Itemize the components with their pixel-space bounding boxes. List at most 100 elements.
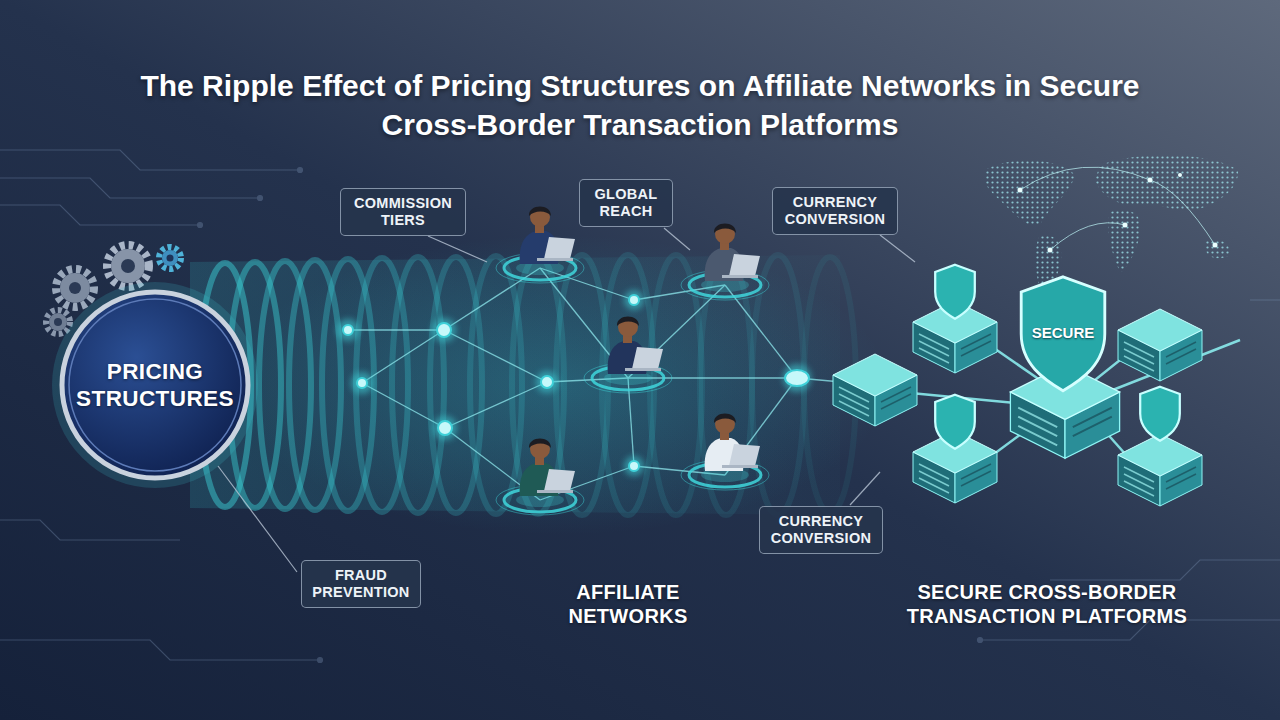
title-text: The Ripple Effect of Pricing Structures … <box>110 66 1170 144</box>
circuit-lines-part <box>198 223 203 228</box>
gears-part-part <box>107 245 149 287</box>
network-dots-part-part <box>357 378 367 388</box>
gears-part <box>46 310 70 334</box>
hub-inner-ring <box>69 299 241 471</box>
gears-part-part <box>121 259 135 273</box>
callout-label: FRAUD PREVENTION <box>311 567 411 602</box>
network-links-part <box>725 285 797 378</box>
network-dots-part-part <box>624 456 644 476</box>
network-dots-part-part <box>783 364 811 392</box>
security-shields-part <box>935 265 975 319</box>
network-links-part <box>362 383 445 428</box>
leader-lines-part <box>880 235 915 262</box>
ripple-waves <box>190 255 856 515</box>
gears-part-part <box>60 273 90 303</box>
network-links-part <box>445 382 547 428</box>
hub-disc <box>62 292 248 478</box>
world-map-part-part <box>1148 178 1153 183</box>
shield-text: SECURE <box>1018 325 1108 342</box>
callout-label: COMMISSION TIERS <box>350 195 456 230</box>
server-blocks-part <box>833 354 917 426</box>
callout-label: GLOBAL REACH <box>589 186 663 221</box>
network-dots-part-part <box>337 319 359 341</box>
circuit-lines <box>0 150 1280 663</box>
callout-box: COMMISSION TIERS <box>340 188 466 237</box>
world-map-part <box>984 160 1075 226</box>
gears-part-part <box>69 282 81 294</box>
security-shields-part <box>1140 387 1180 441</box>
world-map-part-part <box>1050 223 1125 250</box>
callout-box: CURRENCY CONVERSION <box>772 187 898 236</box>
affiliate-people <box>496 207 769 515</box>
world-map-part-part <box>1150 180 1215 245</box>
callout-label: CURRENCY CONVERSION <box>782 194 888 229</box>
gears-part <box>107 245 149 287</box>
callout-label: CURRENCY CONVERSION <box>769 513 873 548</box>
circuit-lines-part <box>298 168 303 173</box>
affiliate-people-part <box>584 317 672 393</box>
circuit-lines-part <box>1250 299 1280 300</box>
world-map-part-part <box>1213 243 1218 248</box>
server-blocks <box>833 301 1202 506</box>
network-dots-part-part <box>433 416 457 440</box>
world-map-part <box>1018 173 1218 253</box>
gears-part-part <box>54 318 62 326</box>
ripple-waves-part <box>430 257 482 513</box>
callout-box: CURRENCY CONVERSION <box>759 506 883 555</box>
circuit-lines-part <box>978 638 983 643</box>
leader-lines <box>218 228 915 572</box>
network-dots-part-part <box>438 421 452 435</box>
security-shields-part <box>935 395 975 449</box>
world-map-part <box>1108 210 1141 272</box>
network-links-part <box>628 377 797 378</box>
circuit-lines-part <box>0 150 300 170</box>
circuit-lines-part <box>0 205 200 225</box>
server-blocks-part <box>1118 309 1202 381</box>
callout-box: FRAUD PREVENTION <box>301 560 421 609</box>
network-links-part <box>362 330 444 383</box>
leader-lines-part <box>664 228 690 250</box>
world-map <box>984 155 1238 300</box>
network-links-part <box>444 330 547 382</box>
gears-part-part <box>162 250 178 266</box>
network-links-part <box>348 329 444 330</box>
world-map-part <box>1020 167 1215 250</box>
network-dots-part-part <box>432 318 456 342</box>
network-dots-part-part <box>629 461 639 471</box>
section-label: AFFILIATE NETWORKS <box>528 580 728 628</box>
world-map-part-part <box>1020 167 1150 190</box>
gears-part <box>56 269 94 307</box>
network-dots-part-part <box>785 370 809 386</box>
affiliate-people-part <box>681 224 769 300</box>
gears-part <box>159 247 181 269</box>
gears-part-part <box>167 255 174 262</box>
network-links-part <box>444 268 540 330</box>
hub-circle-outline <box>60 290 250 480</box>
gears-part-part <box>49 313 67 331</box>
security-shields <box>935 265 1180 449</box>
network-dots-part-part <box>541 376 553 388</box>
network-dots-part-part <box>343 325 353 335</box>
affiliate-people-part <box>496 207 584 283</box>
world-map-part-part <box>1018 188 1023 193</box>
circuit-lines-part <box>0 178 260 198</box>
world-map-part-part <box>1123 223 1128 228</box>
hub-circle: PRICING STRUCTURES <box>60 290 250 480</box>
world-map-part-part <box>1178 173 1182 177</box>
leader-lines-part <box>850 472 880 505</box>
server-blocks-part <box>1118 434 1202 506</box>
callout-box: GLOBAL REACH <box>579 179 673 228</box>
ripple-waves-part <box>289 260 341 510</box>
gears-part-part <box>159 247 181 269</box>
network-dots-part-part <box>624 290 644 310</box>
network-dots-part-part <box>629 295 639 305</box>
circuit-lines-part <box>318 658 323 663</box>
circuit-lines-part <box>1050 560 1280 580</box>
circuit-lines-part <box>258 196 263 201</box>
leader-lines-part <box>218 466 297 572</box>
world-map-part-part <box>1048 248 1053 253</box>
section-label: SECURE CROSS-BORDER TRANSACTION PLATFORM… <box>877 580 1217 628</box>
affiliate-people-part <box>681 414 769 490</box>
